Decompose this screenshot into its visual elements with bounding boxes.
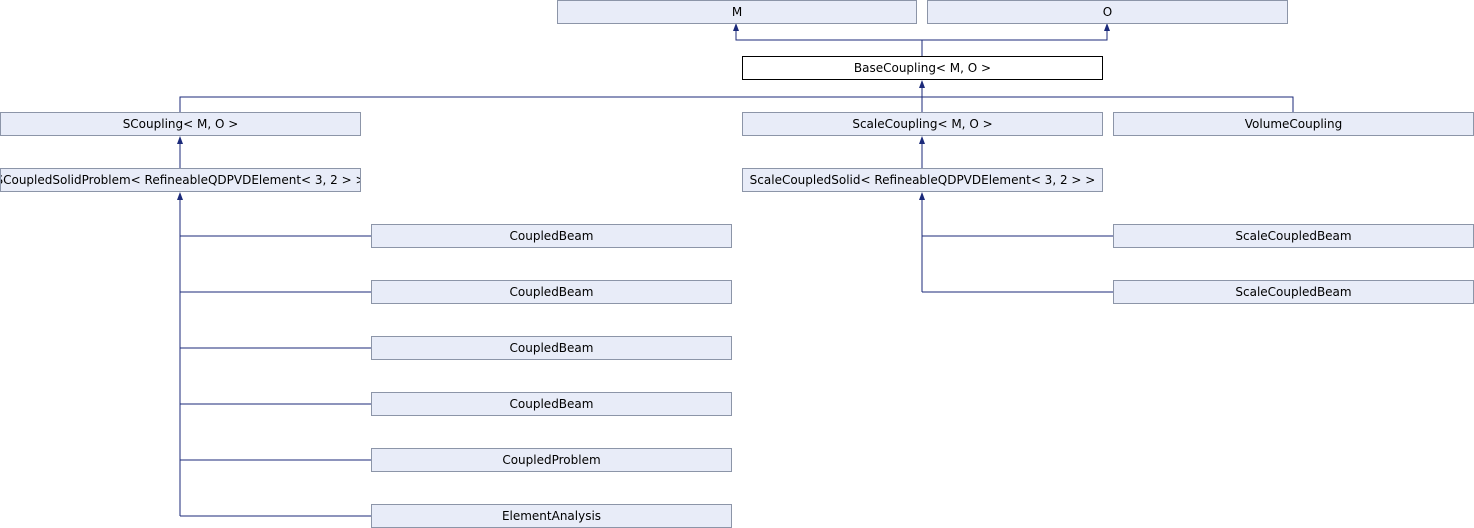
node-scale-coupled-solid[interactable]: ScaleCoupledSolid< RefineableQDPVDElemen… <box>742 168 1103 192</box>
arrowhead-o <box>1104 23 1110 31</box>
node-coupled-beam-4[interactable]: CoupledBeam <box>371 392 732 416</box>
arrowhead-scalecoupling <box>919 136 925 144</box>
node-base-coupling: BaseCoupling< M, O > <box>742 56 1103 80</box>
edge-base-to-o <box>922 27 1108 41</box>
edge-scoupling-to-base <box>179 96 1294 112</box>
node-scale-coupled-beam-1[interactable]: ScaleCoupledBeam <box>1113 224 1474 248</box>
node-s-coupled-solid-problem[interactable]: SCoupledSolidProblem< RefineableQDPVDEle… <box>0 168 361 192</box>
arrowhead-base <box>919 80 925 88</box>
node-coupled-beam-2[interactable]: CoupledBeam <box>371 280 732 304</box>
arrowhead-m <box>733 23 739 31</box>
arrowhead-scsp <box>177 192 183 200</box>
node-element-analysis[interactable]: ElementAnalysis <box>371 504 732 528</box>
node-coupled-beam-3[interactable]: CoupledBeam <box>371 336 732 360</box>
node-coupled-beam-1[interactable]: CoupledBeam <box>371 224 732 248</box>
edge-base-to-m <box>735 27 923 56</box>
node-coupled-problem[interactable]: CoupledProblem <box>371 448 732 472</box>
node-m[interactable]: M <box>557 0 917 24</box>
arrowhead-scs <box>919 192 925 200</box>
node-volume-coupling[interactable]: VolumeCoupling <box>1113 112 1474 136</box>
node-scale-coupled-beam-2[interactable]: ScaleCoupledBeam <box>1113 280 1474 304</box>
node-o[interactable]: O <box>927 0 1288 24</box>
node-scale-coupling[interactable]: ScaleCoupling< M, O > <box>742 112 1103 136</box>
node-s-coupling[interactable]: SCoupling< M, O > <box>0 112 361 136</box>
arrowhead-scoupling <box>177 136 183 144</box>
